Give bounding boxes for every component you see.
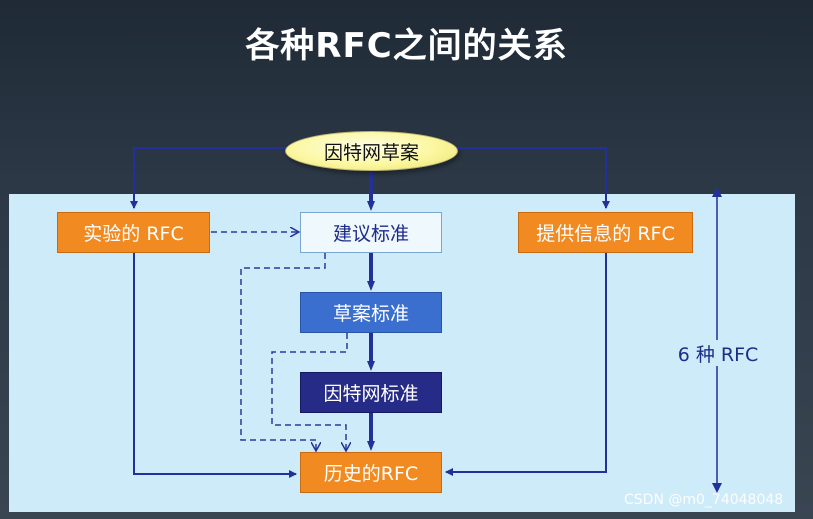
experimental-rfc-node: 实验的 RFC [57, 212, 210, 253]
dashed-draft-standard-to-historic [271, 333, 347, 450]
rfc-span-bottom-arrow [712, 483, 722, 493]
dashed-proposed-to-historic [240, 253, 326, 450]
link-informational-to-historic [445, 253, 607, 476]
rfc-span-top-arrow [712, 187, 722, 197]
rfc-count-label: 6 种 RFC [672, 340, 764, 366]
internet-draft-node: 因特网草案 [285, 131, 458, 171]
proposed-standard-node: 建议标准 [300, 212, 442, 253]
historic-rfc-node: 历史的RFC [300, 452, 442, 493]
draft-standard-node: 草案标准 [300, 292, 442, 333]
informational-rfc-node: 提供信息的 RFC [518, 212, 693, 253]
watermark: CSDN @m0_74048048 [624, 492, 784, 508]
link-experimental-to-historic [133, 253, 297, 478]
page-title: 各种RFC之间的关系 [245, 26, 568, 66]
link-draft-to-informational [455, 147, 610, 209]
link-draft-to-experimental [130, 147, 290, 209]
internet-standard-node: 因特网标准 [300, 372, 442, 413]
